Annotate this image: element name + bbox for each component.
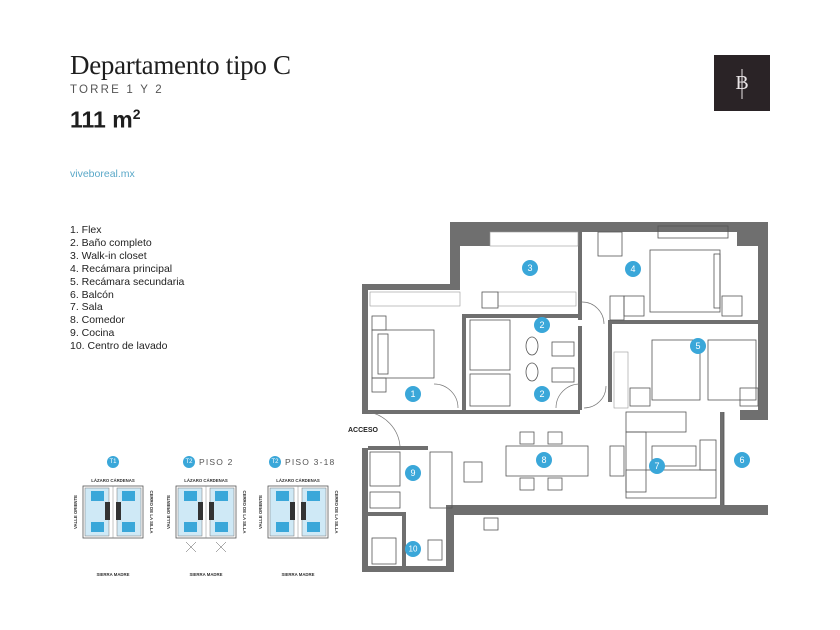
svg-text:9: 9	[410, 468, 415, 478]
room-marker: 4	[625, 261, 641, 277]
logo-letter: B	[735, 72, 748, 94]
furniture	[369, 225, 759, 565]
street-top: LÁZARO CÁRDENAS	[184, 478, 228, 483]
tower-badge	[269, 456, 281, 468]
legend-item: 7. Sala	[70, 301, 103, 314]
street-left: VALLE ORIENTE	[258, 495, 263, 529]
entrance-label: ACCESO	[348, 427, 379, 434]
street-right: CERRO DE LA SILLA	[334, 490, 339, 533]
svg-text:10: 10	[409, 545, 418, 554]
street-bottom: SIERRA MADRE	[281, 572, 314, 577]
svg-text:8: 8	[541, 455, 546, 465]
floor-label: PISO 2	[199, 457, 234, 467]
plan-walls	[362, 222, 768, 572]
door-arcs	[367, 301, 607, 447]
room-marker: 10	[405, 541, 421, 557]
legend-item: 6. Balcón	[70, 288, 114, 301]
street-top: LÁZARO CÁRDENAS	[276, 478, 320, 483]
street-top: LÁZARO CÁRDENAS	[91, 478, 135, 483]
room-marker: 7	[649, 458, 665, 474]
logo-icon: B	[735, 69, 749, 99]
website-link[interactable]: viveboreal.mx	[70, 168, 135, 180]
legend-item: 1. Flex	[70, 224, 102, 236]
legend-item: 3. Walk-in closet	[70, 249, 147, 262]
room-legend: 1. Flex 2. Baño completo 3. Walk-in clos…	[70, 224, 184, 353]
area-unit: 2	[132, 106, 141, 122]
legend-item: 5. Recámara secundaria	[70, 275, 185, 288]
key-plan-t1: T1 LÁZARO CÁRDENAS VALLE ORIENTE CERRO D…	[73, 456, 154, 577]
room-marker: 1	[405, 386, 421, 402]
street-left: VALLE ORIENTE	[166, 495, 171, 529]
key-plans: T1 LÁZARO CÁRDENAS VALLE ORIENTE CERRO D…	[73, 456, 339, 577]
svg-text:3: 3	[527, 263, 532, 273]
svg-text:7: 7	[654, 461, 659, 471]
legend-item: 8. Comedor	[70, 314, 125, 327]
street-bottom: SIERRA MADRE	[189, 572, 222, 577]
tower-badge-label: T2	[271, 459, 279, 465]
area-value: 111 m2	[70, 106, 140, 134]
page-title: Departamento tipo C	[70, 50, 291, 80]
legend-item: 2. Baño completo	[70, 236, 152, 249]
street-right: CERRO DE LA SILLA	[149, 490, 154, 533]
key-plan-t2-piso3-18: T2 PISO 3-18 LÁZARO CÁRDENAS VALLE ORIEN…	[258, 456, 339, 577]
floor-label: PISO 3-18	[285, 457, 336, 467]
room-marker: 5	[690, 338, 706, 354]
legend-item: 10. Centro de lavado	[70, 340, 168, 353]
svg-text:4: 4	[630, 264, 635, 274]
room-marker: 6	[734, 452, 750, 468]
svg-text:2: 2	[539, 320, 544, 330]
room-marker: 8	[536, 452, 552, 468]
room-markers: 1 2 2 3 4 5 6 7 8 9 10	[405, 260, 750, 557]
svg-text:6: 6	[739, 455, 744, 465]
svg-text:2: 2	[539, 389, 544, 399]
tower-badge	[183, 456, 195, 468]
brand-logo: B	[714, 55, 770, 111]
tower-subtitle: TORRE 1 Y 2	[70, 84, 164, 96]
room-marker: 9	[405, 465, 421, 481]
room-marker: 2	[534, 317, 550, 333]
tower-badge-label: T1	[109, 459, 117, 465]
room-marker: 2	[534, 386, 550, 402]
key-plan-t2-piso2: T2 PISO 2 LÁZARO CÁRDENAS VALLE ORIENTE …	[166, 456, 247, 577]
svg-text:1: 1	[410, 389, 415, 399]
legend-item: 9. Cocina	[70, 327, 115, 340]
room-marker: 3	[522, 260, 538, 276]
tower-badge	[107, 456, 119, 468]
tower-badge-label: T2	[185, 459, 193, 465]
svg-text:5: 5	[695, 341, 700, 351]
legend-item: 4. Recámara principal	[70, 262, 173, 275]
area-number: 111 m	[70, 106, 133, 133]
street-left: VALLE ORIENTE	[73, 495, 78, 529]
street-right: CERRO DE LA SILLA	[242, 490, 247, 533]
closet-shelves	[369, 231, 629, 409]
street-bottom: SIERRA MADRE	[96, 572, 129, 577]
